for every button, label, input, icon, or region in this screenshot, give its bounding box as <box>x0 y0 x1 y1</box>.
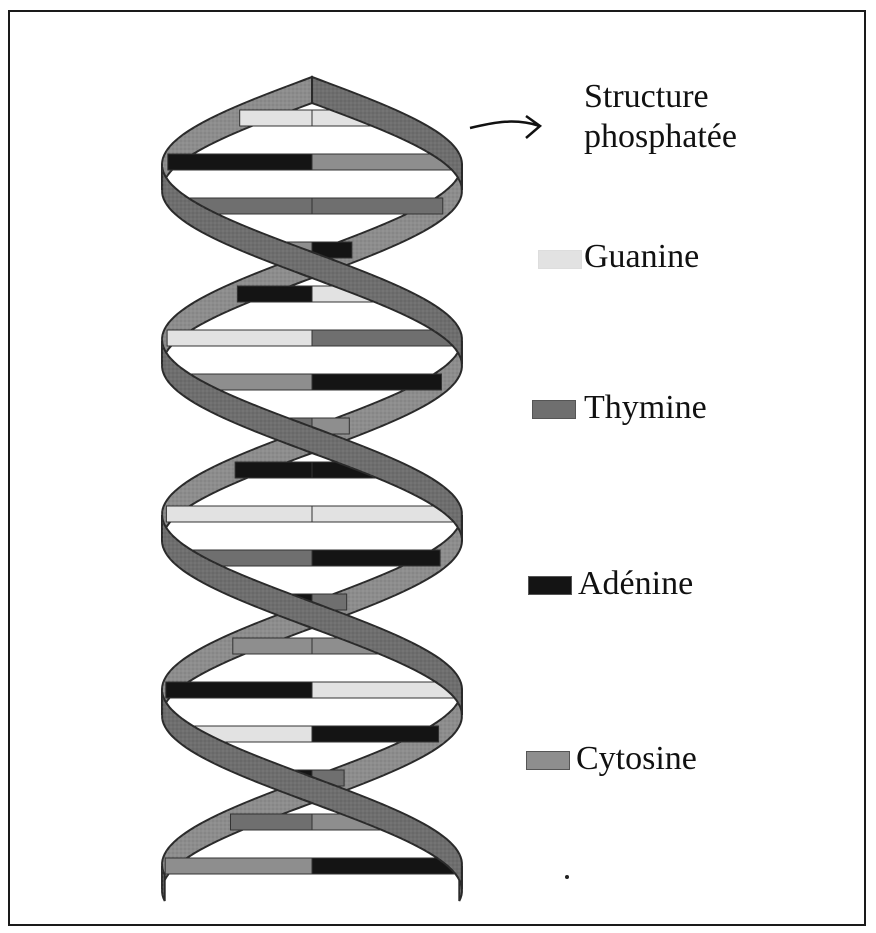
legend-label-phosphate-line1: Structure <box>584 78 709 116</box>
legend-swatch-guanine <box>538 250 582 269</box>
stray-dot <box>565 875 569 879</box>
legend-swatch-adenine <box>528 576 572 595</box>
base-pair-half <box>167 330 312 346</box>
base-pair-half <box>166 506 312 522</box>
base-pair-half <box>312 550 440 566</box>
legend-label-thymine: Thymine <box>584 389 707 427</box>
base-pair-half <box>231 814 313 830</box>
base-pair-half <box>166 682 312 698</box>
base-pair-half <box>312 682 458 698</box>
legend-label-phosphate-line2: phosphatée <box>584 118 737 156</box>
legend-swatch-cytosine <box>526 751 570 770</box>
base-pair-half <box>240 110 312 126</box>
base-pair-half <box>237 286 312 302</box>
base-pair-half <box>312 506 458 522</box>
legend-label-cytosine: Cytosine <box>576 740 697 778</box>
legend-label-adenine: Adénine <box>578 565 693 603</box>
base-pair-half <box>233 638 312 654</box>
legend-label-guanine: Guanine <box>584 238 699 276</box>
base-pair-half <box>312 198 443 214</box>
base-pair-half <box>168 154 312 170</box>
base-pair-half <box>312 858 459 874</box>
base-pair-half <box>235 462 312 478</box>
base-pair-half <box>312 374 442 390</box>
base-pair-half <box>312 726 439 742</box>
base-pair-half <box>165 858 312 874</box>
phosphate-pointer-arrow <box>470 116 540 138</box>
legend-swatch-thymine <box>532 400 576 419</box>
